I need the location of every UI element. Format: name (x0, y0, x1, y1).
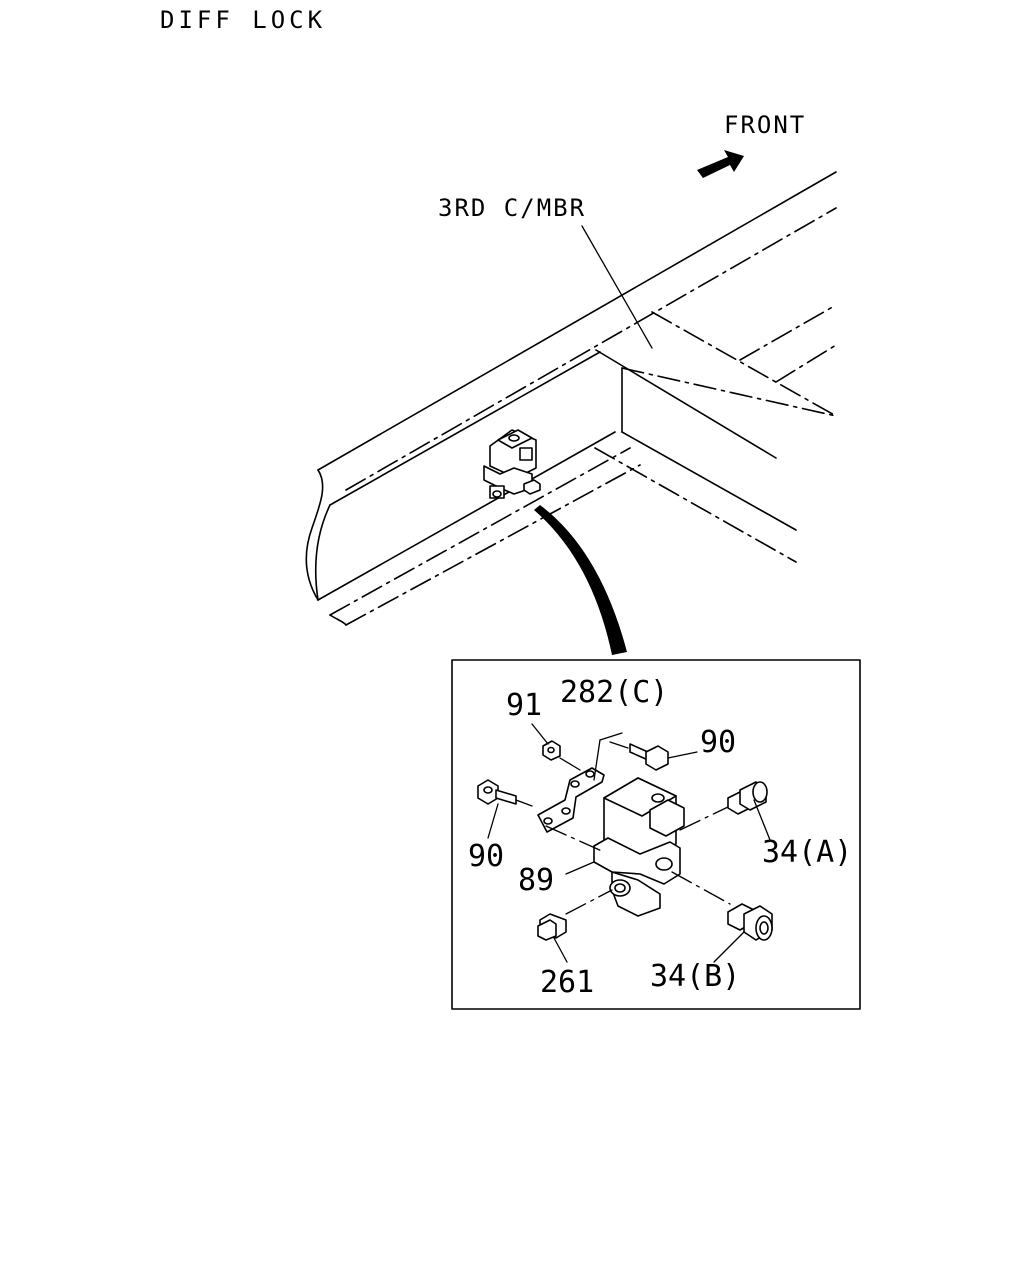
callout-leaders (487, 723, 771, 963)
member-label: 3RD C/MBR (438, 194, 586, 222)
callout-34b: 34(B) (650, 959, 740, 994)
solenoid-valve-part (545, 777, 731, 917)
bolt-part-90-top (609, 741, 669, 771)
cross-member (594, 304, 837, 563)
front-label: FRONT (724, 111, 806, 139)
callout-261: 261 (540, 965, 594, 1000)
callout-89: 89 (518, 863, 554, 898)
frame-side-rail (305, 171, 837, 626)
diagram-title: DIFF LOCK (160, 6, 326, 34)
callout-34a: 34(A) (762, 835, 852, 870)
valve-on-frame (483, 429, 541, 499)
callout-282c: 282(C) (560, 675, 668, 710)
bracket-part (537, 732, 623, 833)
callout-90-top: 90 (700, 725, 736, 760)
member-leader-line (581, 225, 653, 349)
detail-pointer (534, 505, 627, 655)
fitting-part-34b (727, 903, 773, 941)
plug-part-261 (537, 913, 567, 941)
fitting-part-34a (727, 781, 768, 815)
nut-part-91 (542, 740, 581, 771)
callout-90-left: 90 (468, 839, 504, 874)
callout-91: 91 (506, 688, 542, 723)
detail-box (451, 659, 861, 1010)
front-arrow-icon (697, 150, 744, 178)
bolt-part-90-left (477, 779, 533, 807)
